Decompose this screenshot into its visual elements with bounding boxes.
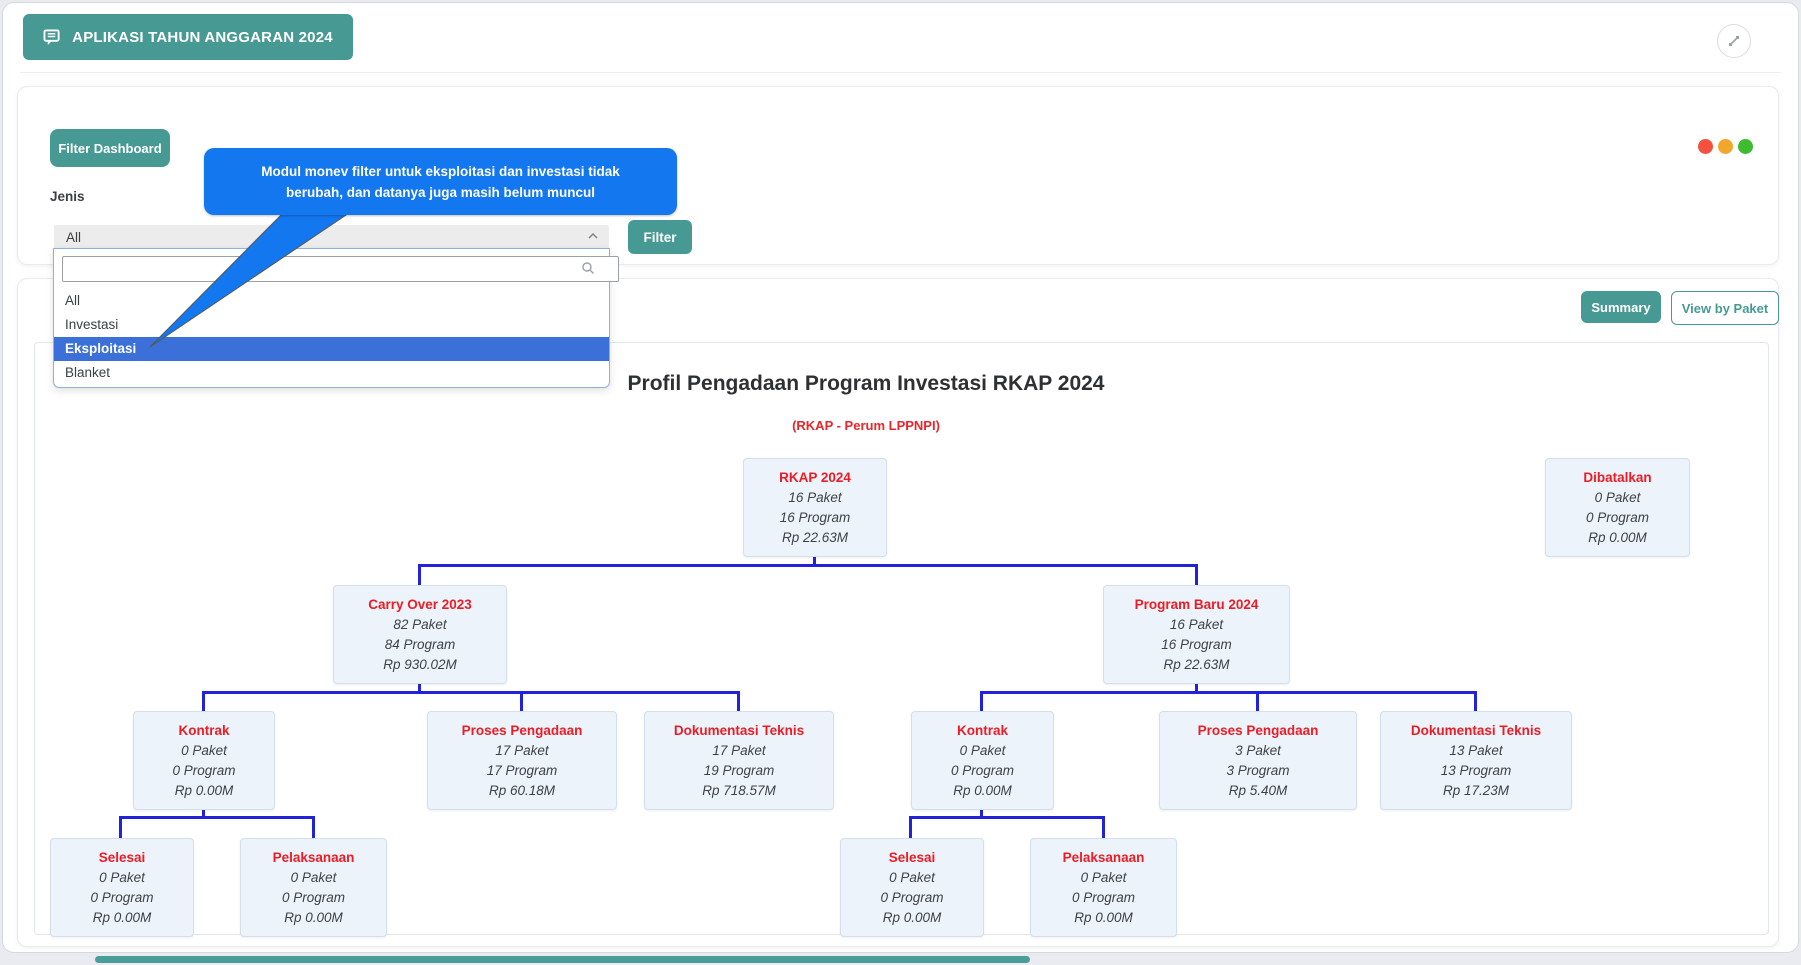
org-node-selesai-carry-over: Selesai 0 Paket 0 Program Rp 0.00M xyxy=(50,838,194,937)
connector xyxy=(418,564,421,585)
horizontal-scrollbar-thumb[interactable] xyxy=(95,956,1030,963)
status-dot-red xyxy=(1698,139,1713,154)
dropdown-search-input[interactable] xyxy=(62,256,619,282)
filter-button[interactable]: Filter xyxy=(628,220,692,254)
connector xyxy=(120,816,314,819)
connector xyxy=(737,691,740,711)
dropdown-option-blanket[interactable]: Blanket xyxy=(65,365,111,380)
org-node-dibatalkan: Dibatalkan 0 Paket 0 Program Rp 0.00M xyxy=(1545,458,1690,557)
org-node-pelaksanaan-carry-over: Pelaksanaan 0 Paket 0 Program Rp 0.00M xyxy=(240,838,387,937)
connector xyxy=(203,691,740,694)
org-node-proses-pengadaan-carry-over: Proses Pengadaan 17 Paket 17 Program Rp … xyxy=(427,711,617,810)
org-node-rkap-2024: RKAP 2024 16 Paket 16 Program Rp 22.63M xyxy=(743,458,887,557)
tooltip-line-1: Modul monev filter untuk eksploitasi dan… xyxy=(261,163,620,179)
chart-title: Profil Pengadaan Program Investasi RKAP … xyxy=(627,372,1105,395)
dropdown-option-all[interactable]: All xyxy=(65,293,81,308)
org-node-pelaksanaan-program-baru: Pelaksanaan 0 Paket 0 Program Rp 0.00M xyxy=(1030,838,1177,937)
org-node-dokumentasi-teknis-carry-over: Dokumentasi Teknis 17 Paket 19 Program R… xyxy=(644,711,834,810)
summary-button[interactable]: Summary xyxy=(1581,291,1661,323)
view-by-paket-button[interactable]: View by Paket xyxy=(1671,291,1779,325)
connector xyxy=(202,691,205,711)
chevron-up-icon xyxy=(587,230,599,245)
connector xyxy=(1102,816,1105,838)
tooltip-callout: Modul monev filter untuk eksploitasi dan… xyxy=(204,148,677,215)
connector xyxy=(419,564,1197,567)
dropdown-options: All Investasi Eksploitasi Blanket xyxy=(54,289,609,385)
status-dots xyxy=(1698,139,1753,154)
jenis-dropdown-panel: All Investasi Eksploitasi Blanket xyxy=(53,248,619,388)
org-node-dokumentasi-teknis-program-baru: Dokumentasi Teknis 13 Paket 13 Program R… xyxy=(1380,711,1572,810)
header-divider xyxy=(20,72,1781,73)
org-node-kontrak-program-baru: Kontrak 0 Paket 0 Program Rp 0.00M xyxy=(911,711,1054,810)
connector xyxy=(1195,564,1198,585)
connector xyxy=(909,816,912,838)
org-node-proses-pengadaan-program-baru: Proses Pengadaan 3 Paket 3 Program Rp 5.… xyxy=(1159,711,1357,810)
jenis-label: Jenis xyxy=(50,189,85,204)
org-node-program-baru-2024: Program Baru 2024 16 Paket 16 Program Rp… xyxy=(1103,585,1290,684)
connector xyxy=(312,816,315,838)
app-title-button[interactable]: APLIKASI TAHUN ANGGARAN 2024 xyxy=(23,14,353,60)
dropdown-option-investasi[interactable]: Investasi xyxy=(65,317,119,332)
connector xyxy=(910,816,1104,819)
org-node-kontrak-carry-over: Kontrak 0 Paket 0 Program Rp 0.00M xyxy=(133,711,275,810)
org-node-selesai-program-baru: Selesai 0 Paket 0 Program Rp 0.00M xyxy=(840,838,984,937)
filter-dashboard-button[interactable]: Filter Dashboard xyxy=(50,129,170,167)
connector xyxy=(1256,691,1259,711)
org-chart-container xyxy=(34,342,1769,935)
dropdown-option-eksploitasi[interactable]: Eksploitasi xyxy=(54,337,609,361)
tooltip-line-2: berubah, dan datanya juga masih belum mu… xyxy=(285,184,596,200)
search-icon xyxy=(581,261,595,280)
connector xyxy=(1474,691,1477,711)
connector xyxy=(981,691,1477,694)
connector xyxy=(520,691,523,711)
org-node-carry-over-2023: Carry Over 2023 82 Paket 84 Program Rp 9… xyxy=(333,585,507,684)
forum-icon xyxy=(43,28,62,46)
connector xyxy=(980,691,983,711)
jenis-select-value: All xyxy=(66,230,82,245)
chart-subtitle: (RKAP - Perum LPPNPI) xyxy=(792,418,940,433)
diagonal-resize-icon xyxy=(1727,34,1741,48)
jenis-select[interactable]: All xyxy=(54,225,609,250)
connector xyxy=(119,816,122,838)
callout-tail xyxy=(149,210,354,348)
expand-button[interactable] xyxy=(1717,24,1751,58)
app-title-label: APLIKASI TAHUN ANGGARAN 2024 xyxy=(72,28,333,46)
status-dot-green xyxy=(1738,139,1753,154)
status-dot-yellow xyxy=(1718,139,1733,154)
chart-card: Summary View by Paket xyxy=(17,278,1779,947)
